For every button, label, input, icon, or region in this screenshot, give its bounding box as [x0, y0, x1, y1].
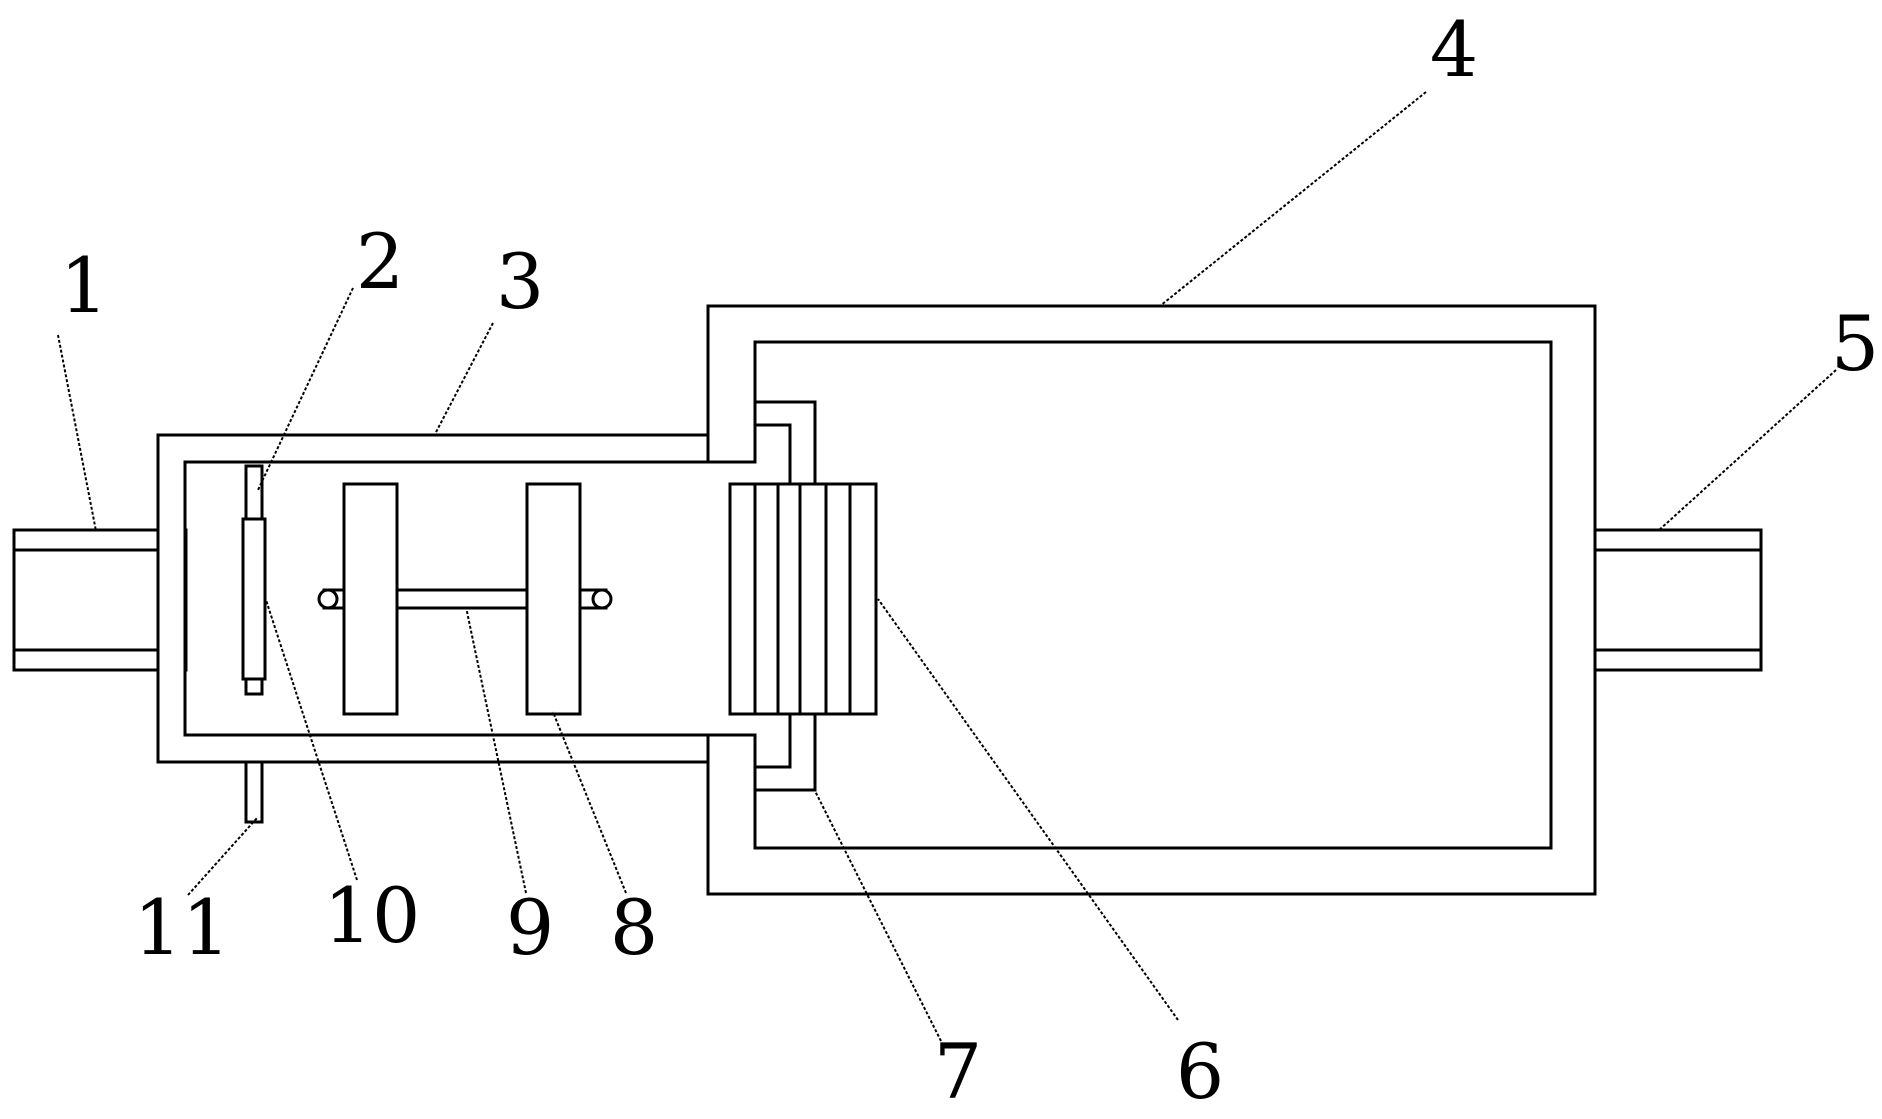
leader-3 [433, 322, 494, 437]
leader-8 [552, 711, 627, 894]
leader-7 [812, 786, 942, 1042]
ribbed-roller [728, 482, 878, 716]
leader-4 [1159, 91, 1427, 307]
callout-6: 6 [1176, 1027, 1224, 1116]
rod-tail [244, 760, 264, 824]
callout-4: 4 [1430, 5, 1478, 94]
callout-9: 9 [506, 883, 554, 972]
leader-11 [187, 817, 258, 896]
leader-1 [57, 334, 97, 532]
callout-7: 7 [934, 1027, 982, 1116]
callout-5: 5 [1831, 299, 1879, 388]
large-chamber [706, 304, 1597, 896]
callout-10: 10 [324, 871, 421, 960]
leader-9 [465, 606, 527, 894]
callout-8: 8 [610, 883, 658, 972]
leader-6 [877, 598, 1179, 1021]
plate-right [525, 482, 582, 716]
rod-sleeve [241, 517, 267, 681]
callout-3: 3 [496, 237, 544, 326]
callout-1: 1 [60, 241, 108, 330]
callout-2: 2 [356, 217, 404, 306]
leader-2 [257, 287, 354, 491]
leader-10 [265, 599, 358, 881]
plate-left [342, 482, 399, 716]
callout-11: 11 [134, 883, 231, 972]
leader-5 [1657, 369, 1837, 532]
